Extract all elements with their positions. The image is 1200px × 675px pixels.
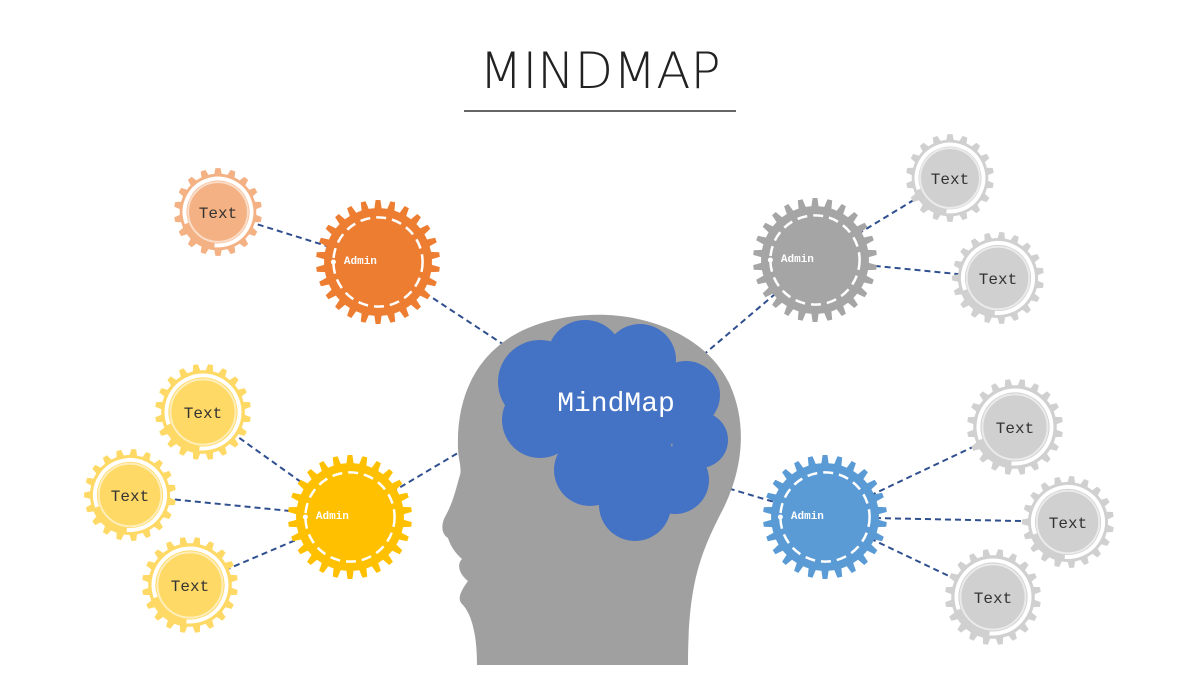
gear-ring bbox=[332, 216, 424, 308]
text-gear-blue-2: Text bbox=[945, 549, 1041, 645]
text-gear-blue-1: Text bbox=[1022, 476, 1114, 568]
hub-gear-orange: Admin bbox=[316, 200, 440, 324]
node-label: Text bbox=[171, 578, 209, 596]
page-title: MINDMAP bbox=[479, 42, 720, 100]
gear-inner-ring bbox=[97, 462, 163, 528]
gear-inner-ring bbox=[919, 147, 981, 209]
gear-inner-ring bbox=[965, 245, 1031, 311]
hub-gear-blue: Admin bbox=[763, 455, 887, 579]
gear-icon bbox=[967, 379, 1063, 475]
node-label: Text bbox=[111, 488, 149, 506]
node-label: Text bbox=[931, 171, 969, 189]
hub-label: Admin bbox=[781, 254, 814, 266]
gear-icon bbox=[906, 134, 994, 222]
gear-ring bbox=[976, 388, 1054, 466]
gear-ring bbox=[151, 546, 229, 624]
text-gear-orange-0: Text bbox=[174, 168, 262, 256]
gear-inner-ring bbox=[1035, 489, 1101, 555]
gear-inner-ring bbox=[981, 393, 1049, 461]
gear-ring bbox=[164, 373, 242, 451]
gear-icon bbox=[945, 549, 1041, 645]
node-label: Text bbox=[199, 205, 237, 223]
gear-nodes: AdminTextAdminTextTextTextAdminTextTextA… bbox=[84, 134, 1114, 645]
connector-orange-child-0 bbox=[217, 211, 379, 263]
node-label: Text bbox=[996, 420, 1034, 438]
gear-ring bbox=[304, 471, 396, 563]
gear-ring bbox=[182, 176, 254, 248]
text-gear-blue-0: Text bbox=[967, 379, 1063, 475]
gear-ring bbox=[961, 241, 1035, 315]
ring-dot bbox=[302, 514, 308, 520]
gear-icon bbox=[1022, 476, 1114, 568]
hub-gear-gray: Admin bbox=[753, 198, 877, 322]
text-gear-yellow-1: Text bbox=[84, 449, 176, 541]
node-label: Text bbox=[184, 405, 222, 423]
gear-inner-ring bbox=[187, 181, 249, 243]
text-gear-gray-1: Text bbox=[952, 232, 1044, 324]
text-gear-yellow-0: Text bbox=[155, 364, 251, 460]
gear-icon bbox=[174, 168, 262, 256]
text-gear-yellow-2: Text bbox=[142, 537, 238, 633]
node-label: Text bbox=[1049, 515, 1087, 533]
brain-cloud bbox=[498, 320, 728, 541]
hub-label: Admin bbox=[344, 256, 377, 268]
hub-label: Admin bbox=[791, 511, 824, 523]
gear-ring bbox=[769, 214, 861, 306]
node-label: Text bbox=[979, 271, 1017, 289]
gear-ring bbox=[93, 458, 167, 532]
gear-ring bbox=[1031, 485, 1105, 559]
gear-icon bbox=[142, 537, 238, 633]
text-gear-gray-0: Text bbox=[906, 134, 994, 222]
hub-gear-yellow: Admin bbox=[288, 455, 412, 579]
gear-ring bbox=[779, 471, 871, 563]
gear-ring bbox=[914, 142, 986, 214]
gear-icon bbox=[155, 364, 251, 460]
gear-icon bbox=[84, 449, 176, 541]
hub-label: Admin bbox=[316, 511, 349, 523]
gear-inner-ring bbox=[959, 563, 1027, 631]
gear-inner-ring bbox=[169, 378, 237, 446]
gear-icon bbox=[952, 232, 1044, 324]
center-label: MindMap bbox=[557, 389, 675, 420]
ring-dot bbox=[777, 514, 783, 520]
node-label: Text bbox=[974, 590, 1012, 608]
ring-dot bbox=[767, 257, 773, 263]
ring-dot bbox=[330, 259, 336, 265]
gear-inner-ring bbox=[156, 551, 224, 619]
